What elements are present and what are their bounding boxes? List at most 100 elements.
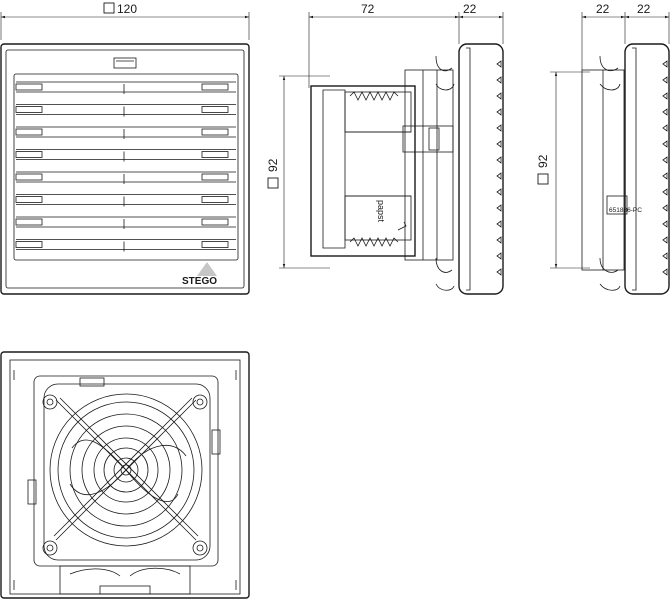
edge-grille-ribs — [662, 60, 668, 276]
rib — [662, 220, 668, 228]
rib — [662, 252, 668, 260]
front-louvers — [15, 81, 236, 252]
rib — [496, 252, 502, 260]
rib — [496, 156, 502, 164]
rib — [496, 172, 502, 180]
part-label-box — [606, 195, 628, 215]
rib — [662, 140, 668, 148]
screw-top-right — [192, 394, 208, 410]
rib — [662, 188, 668, 196]
edge-clip-upper — [599, 55, 621, 91]
spring-upper — [349, 91, 399, 101]
rib — [496, 108, 502, 116]
square-symbol — [103, 2, 115, 14]
louver-end-right — [201, 241, 229, 248]
louver-end-left — [15, 83, 43, 91]
rib — [496, 124, 502, 132]
grille-side — [458, 43, 504, 295]
louver-end-right — [201, 151, 229, 158]
grille-depth-label-c: 22 — [637, 2, 651, 16]
square-symbol — [267, 177, 279, 189]
mounting-frame — [404, 69, 454, 261]
louver-end-left — [15, 196, 43, 203]
rib — [662, 236, 668, 244]
rib — [496, 140, 502, 148]
louver-end-right — [201, 83, 229, 91]
rib — [662, 60, 668, 68]
rib — [496, 76, 502, 84]
edge-depth-dimension: 22 22 — [581, 2, 670, 70]
rib — [662, 204, 668, 212]
rib — [496, 60, 502, 68]
stego-logo: STEGO — [182, 262, 217, 287]
rib — [662, 268, 668, 276]
grille-depth-label-a: 22 — [463, 2, 477, 16]
clip-upper — [435, 55, 455, 91]
louver — [16, 239, 236, 250]
rear-view — [0, 351, 250, 599]
front-grille-panel — [13, 73, 239, 261]
rib — [496, 188, 502, 196]
screw-bottom-left — [42, 540, 58, 556]
rib — [662, 108, 668, 116]
side-height-dimension: 92 — [266, 75, 330, 269]
middle-clamp — [402, 125, 454, 153]
louver — [16, 126, 236, 138]
fan-blades — [69, 439, 187, 502]
rib — [496, 236, 502, 244]
side-view: 72 22 92 papst — [266, 2, 504, 295]
rib — [662, 172, 668, 180]
louver-end-left — [15, 241, 43, 248]
louver-end-left — [15, 173, 43, 181]
rib — [496, 92, 502, 100]
side-depth-dimension: 72 22 — [308, 2, 504, 88]
louver — [16, 149, 236, 160]
louver — [16, 216, 236, 228]
rib — [662, 124, 668, 132]
grille-depth-label-b: 22 — [596, 2, 610, 16]
side-depth-label: 72 — [361, 2, 375, 16]
edge-view: 22 22 92 651886-PC — [536, 2, 670, 295]
rib — [662, 156, 668, 164]
screw-bottom-right — [192, 540, 208, 556]
front-view: 120 STEGO — [0, 2, 250, 295]
fan-body-outline — [43, 383, 211, 561]
edge-height-dimension: 92 — [536, 71, 590, 269]
louver-end-left — [15, 128, 43, 136]
square-symbol — [537, 173, 549, 185]
louver-end-right — [201, 128, 229, 136]
edge-grille — [624, 43, 670, 295]
rib — [662, 76, 668, 84]
edge-height-label: 92 — [536, 154, 550, 168]
front-width-label: 120 — [117, 2, 137, 16]
side-height-label: 92 — [266, 158, 280, 172]
edge-clip-lower — [599, 257, 621, 291]
louver — [16, 81, 236, 93]
rib — [496, 220, 502, 228]
fan-mount-plate — [33, 375, 219, 567]
stego-logo-text: STEGO — [182, 276, 217, 287]
spring-lower — [349, 237, 399, 247]
rib — [496, 204, 502, 212]
rear-frame — [0, 351, 250, 599]
louver-end-right — [201, 106, 229, 113]
louver-end-right — [201, 196, 229, 203]
fan-hub-upper — [344, 91, 412, 133]
clip-lower — [435, 257, 455, 291]
louver-end-left — [15, 106, 43, 113]
front-frame — [0, 43, 250, 295]
front-frame-inner — [5, 49, 245, 289]
front-top-tab — [113, 57, 137, 69]
grille-ribs — [496, 60, 502, 276]
screw-top-left — [42, 394, 58, 410]
louver — [16, 194, 236, 205]
fan-housing — [310, 85, 416, 257]
louver-end-left — [15, 151, 43, 158]
louver — [16, 104, 236, 115]
front-width-dimension: 120 — [0, 2, 250, 40]
rib — [662, 92, 668, 100]
rib — [496, 268, 502, 276]
fan-label: papst — [376, 200, 386, 223]
